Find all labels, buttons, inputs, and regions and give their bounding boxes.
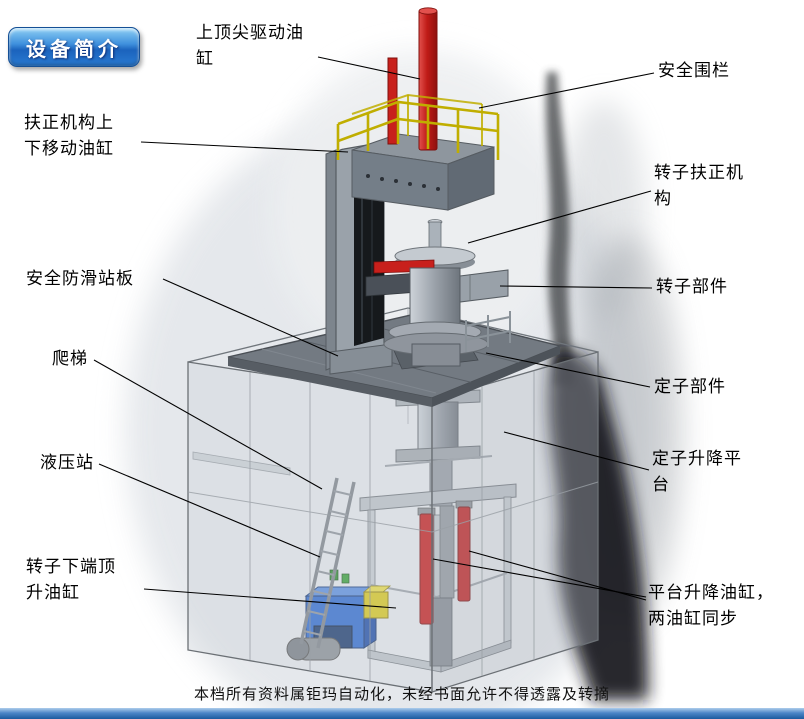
label-centering-mechanism-updown-cylinder: 扶正机构上 下移动油缸 [24, 113, 114, 159]
label-rotor-bottom-jack-cylinder: 转子下端顶 升油缸 [26, 557, 116, 603]
deck-side-railing [465, 311, 511, 352]
label-platform-lift-cylinders: 平台升降油缸， 两油缸同步 [648, 583, 774, 629]
copyright-notice: 本档所有资料属钜玛自动化，未经书面允许不得透露及转摘 [193, 685, 610, 703]
label-safety-fence: 安全围栏 [658, 61, 730, 81]
lift-cylinder-right [457, 506, 471, 602]
label-ladder: 爬梯 [52, 349, 88, 369]
label-rotor-component: 转子部件 [656, 277, 728, 297]
leader-lines [93, 56, 655, 609]
rotor-assembly [365, 219, 509, 367]
ladder-shape [299, 477, 356, 649]
smoke-artifact [545, 72, 683, 700]
label-hydraulic-station: 液压站 [40, 453, 94, 473]
safety-fence-shape [336, 93, 500, 160]
pit-enclosure [187, 351, 599, 693]
bottom-divider-bar [0, 708, 804, 719]
label-stator-component: 定子部件 [654, 377, 726, 397]
stator-lift-frame [359, 455, 517, 673]
label-top-tip-drive-cylinder: 上顶尖驱动油 缸 [196, 23, 304, 69]
label-stator-lift-platform: 定子升降平 台 [652, 449, 742, 495]
lift-cylinder-left [419, 513, 434, 625]
title-badge: 设备简介 [8, 27, 140, 67]
walkway-beam [192, 451, 291, 476]
label-rotor-centering-mechanism: 转子扶正机 构 [654, 163, 744, 209]
title-badge-label: 设备简介 [26, 36, 122, 61]
label-anti-slip-platform: 安全防滑站板 [26, 269, 134, 289]
